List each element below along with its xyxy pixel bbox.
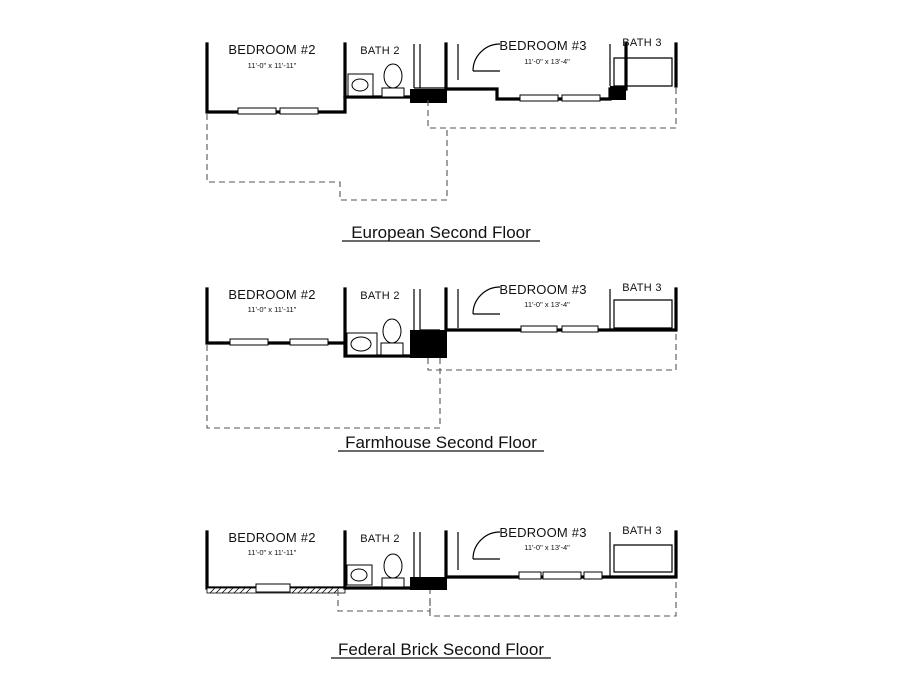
bedroom3-label: BEDROOM #3 [499,38,586,53]
plan-european [205,42,678,201]
bedroom2-label: BEDROOM #2 [228,287,315,302]
window [229,338,269,346]
window [542,571,582,580]
plan-caption: Farmhouse Second Floor [345,433,537,452]
sink-basin-icon [350,336,372,352]
window [583,571,603,580]
door-swing-icon [472,531,501,560]
bedroom2-dims: 11'-0" x 11'-11" [248,61,297,70]
roof-outline [427,88,677,129]
bedroom2-dims: 11'-0" x 11'-11" [248,305,297,314]
chase-block [410,89,447,103]
plan-caption: European Second Floor [351,223,531,242]
roof-outline [206,114,448,201]
window [289,338,329,346]
window [279,107,319,115]
door-swing-icon [472,43,501,72]
bedroom2-dims: 11'-0" x 11'-11" [248,548,297,557]
tub-icon [609,532,673,577]
window [255,583,291,593]
window [561,325,599,333]
sink-basin-icon [350,568,368,582]
roof-outline [429,580,677,617]
bedroom2-label: BEDROOM #2 [228,530,315,545]
window [519,94,559,102]
window [518,571,542,580]
tub-icon [413,532,440,579]
bath3-label: BATH 3 [622,37,662,49]
chase-block [610,86,626,100]
chase-block [410,330,447,358]
bath2-wall [343,341,412,358]
bedroom3-dims: 11'-0" x 13'-4" [524,543,570,552]
roof-outline [337,590,431,612]
bath2-label: BATH 2 [360,290,400,302]
plan-federal-brick [205,530,678,617]
door-swing-icon [472,286,501,315]
tub-icon [609,289,673,330]
window [520,325,558,333]
bath2-label: BATH 2 [360,45,400,57]
roof-outline [427,332,677,371]
toilet-icon [381,63,405,98]
tub-icon [413,289,440,331]
plan-farmhouse [205,286,678,429]
toilet-icon [381,553,405,588]
sink-basin-icon [351,78,369,92]
bedroom2-wall [205,287,347,345]
tub-icon [413,44,446,89]
plan-caption: Federal Brick Second Floor [338,640,544,659]
window [237,107,277,115]
bedroom3-dims: 11'-0" x 13'-4" [524,57,570,66]
window [561,94,601,102]
roof-outline [206,345,441,429]
bedroom2-label: BEDROOM #2 [228,42,315,57]
bath2-label: BATH 2 [360,533,400,545]
tub-icon [609,44,673,87]
toilet-icon [380,318,404,356]
bath3-label: BATH 3 [622,282,662,294]
chase-block [410,577,447,590]
bedroom3-label: BEDROOM #3 [499,282,586,297]
bedroom3-label: BEDROOM #3 [499,525,586,540]
bath3-label: BATH 3 [622,525,662,537]
bedroom3-dims: 11'-0" x 13'-4" [524,300,570,309]
